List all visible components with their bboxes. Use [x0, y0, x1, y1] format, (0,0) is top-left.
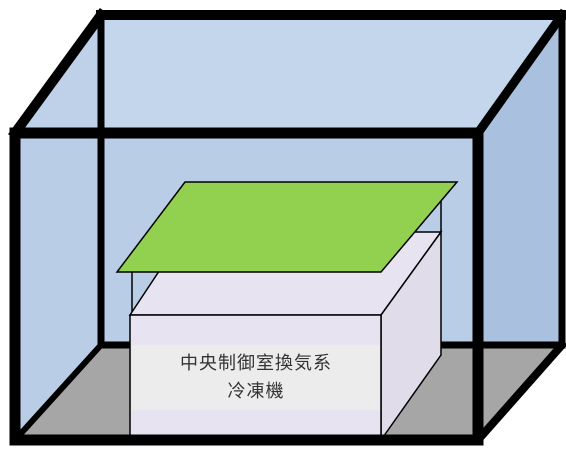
enclosure-right-face — [478, 15, 562, 440]
unit-label-band — [132, 345, 380, 410]
cover-panel — [115, 181, 459, 273]
unit-label: 中央制御室換気系 冷凍機 — [132, 345, 380, 410]
enclosure-top-face — [15, 15, 562, 133]
unit-label-line2: 冷凍機 — [227, 380, 285, 402]
enclosure-front-edges — [8, 8, 566, 446]
refrigeration-unit — [115, 181, 459, 443]
unit-label-line1: 中央制御室換気系 — [180, 352, 332, 374]
